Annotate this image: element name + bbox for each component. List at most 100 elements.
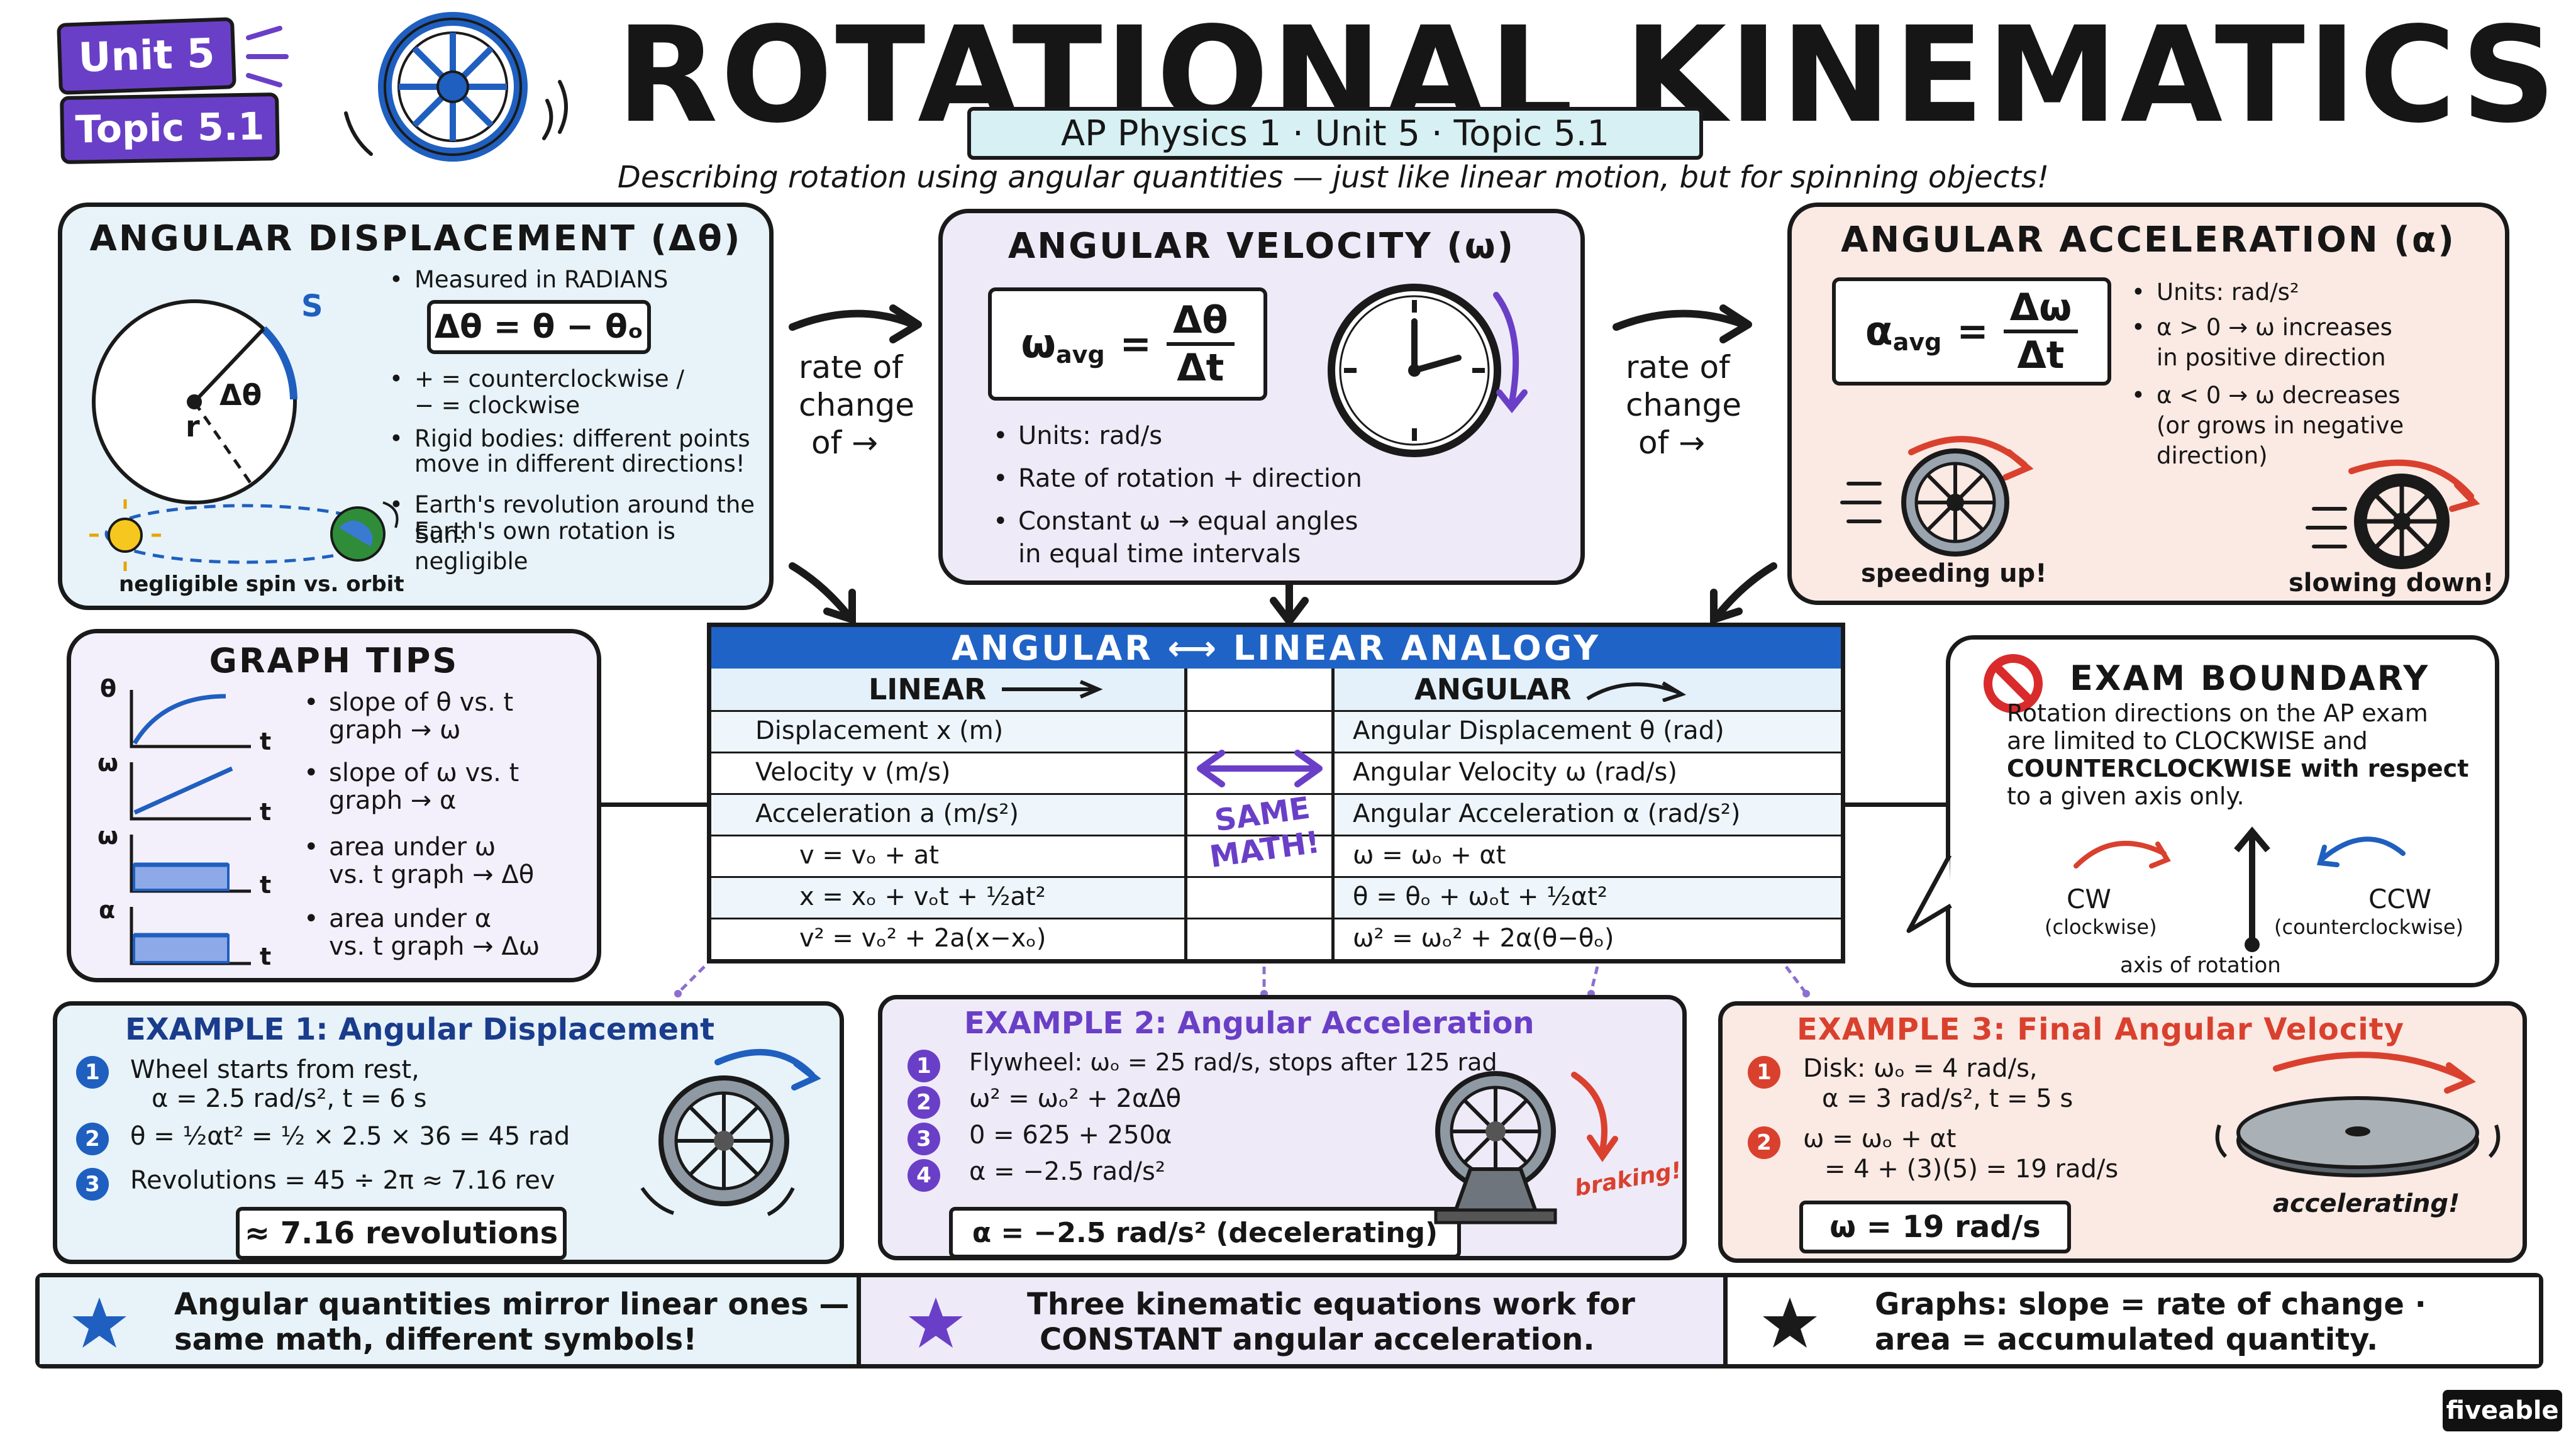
analogy-row-divider — [711, 752, 1841, 753]
disp-bullet-3b: move in different directions! — [414, 450, 745, 477]
exam-line-2: are limited to CLOCKWISE and — [2007, 727, 2368, 755]
connector-line-right — [1843, 802, 1956, 807]
analogy-row-bg-angular — [1335, 712, 1841, 752]
takeaway-3b: area = accumulated quantity. — [1875, 1322, 2379, 1357]
ex2-s1: Flywheel: ωₒ = 25 rad/s, stops after 125… — [969, 1048, 1497, 1076]
connector2-l2: change — [1626, 387, 1742, 423]
tip-3a: area under ω — [304, 832, 496, 862]
connector1-l3: of → — [811, 425, 878, 461]
velocity-formula-num: Δθ — [1166, 298, 1235, 346]
accelerating-caption: accelerating! — [2273, 1189, 2460, 1218]
flywheel-icon — [1434, 1071, 1618, 1224]
disp-bullet-4a: Earth's revolution around the Sun: — [389, 490, 769, 550]
disp-bullet-3a: Rigid bodies: different points — [389, 424, 750, 454]
angular-acceleration-panel: ANGULAR ACCELERATION (α) α avg = Δω Δt U… — [1787, 203, 2509, 605]
analogy-linear-cell: Velocity v (m/s) — [755, 758, 951, 787]
speeding-wheel-icon — [1840, 436, 2034, 557]
tip-3b: vs. t graph → Δθ — [329, 860, 535, 889]
angle-label: Δθ — [219, 378, 262, 412]
circle-diagram — [92, 299, 297, 504]
col-angular-label: ANGULAR — [1414, 672, 1572, 706]
analogy-row-divider — [711, 876, 1841, 878]
axis-label-omega-2: ω — [97, 822, 119, 850]
cw-sub: (clockwise) — [2045, 915, 2157, 939]
takeaway-2a: Three kinematic equations work for — [1027, 1287, 1635, 1322]
ex2-step-3: 3 — [908, 1123, 940, 1155]
analogy-row-bg-angular — [1335, 836, 1841, 876]
exam-boundary-panel: EXAM BOUNDARY Rotation directions on the… — [1946, 635, 2499, 987]
analogy-row-bg-linear — [711, 712, 1184, 752]
analogy-linear-cell: v² = vₒ² + 2a(x−xₒ) — [799, 924, 1046, 953]
star-icon-blue — [72, 1297, 126, 1348]
disp-formula: Δθ = θ − θₒ — [434, 308, 644, 346]
tip-4a: area under α — [304, 904, 491, 934]
ex2-step-1-num: 1 — [916, 1053, 931, 1079]
analogy-row-bg-angular — [1335, 795, 1841, 835]
ex2-step-1: 1 — [908, 1050, 940, 1082]
analogy-row-bg-linear — [711, 753, 1184, 793]
acc-bullet-3b: (or grows in negative — [2157, 412, 2404, 439]
col-linear-header: LINEAR — [711, 669, 1184, 710]
tagline: Describing rotation using angular quanti… — [617, 160, 2050, 195]
ex3-answer: ω = 19 rad/s — [1829, 1209, 2041, 1245]
sun-earth-orbit-icon — [89, 499, 399, 571]
acceleration-formula-box: α avg = Δω Δt — [1832, 277, 2111, 386]
connector2-l3: of → — [1638, 425, 1705, 461]
takeaway-2: Three kinematic equations work for CONST… — [861, 1277, 1728, 1364]
acc-bullet-1: Units: rad/s² — [2131, 277, 2299, 308]
axis-label-t-4: t — [260, 943, 272, 970]
takeaway-3: Graphs: slope = rate of change · area = … — [1728, 1277, 2539, 1364]
topic-badge: Topic 5.1 — [60, 92, 280, 165]
connector1-l1: rate of — [799, 349, 903, 386]
analogy-row-bg-angular — [1335, 919, 1841, 959]
tip-1a: slope of θ vs. t — [304, 687, 513, 718]
ex1-step-3: 3 — [76, 1168, 109, 1201]
ex1-step-1-num: 1 — [85, 1060, 100, 1085]
acc-bullet-2b: in positive direction — [2157, 344, 2386, 371]
speeding-caption: speeding up! — [1861, 559, 2047, 588]
arrows-to-analogy — [789, 562, 1777, 628]
analogy-angular-cell: Angular Acceleration α (rad/s²) — [1353, 799, 1741, 828]
takeaway-1b: same math, different symbols! — [174, 1322, 697, 1357]
takeaway-3a: Graphs: slope = rate of change · — [1875, 1287, 2426, 1322]
analogy-angular-cell: θ = θₒ + ωₒt + ½αt² — [1353, 882, 1607, 911]
ex3-step-2-num: 2 — [1757, 1130, 1772, 1155]
linear-arrow-icon — [1002, 680, 1103, 699]
connector1-l2: change — [799, 387, 915, 423]
axis-label-theta: θ — [100, 675, 117, 702]
unit-badge: Unit 5 — [57, 17, 236, 95]
exam-title: EXAM BOUNDARY — [2070, 658, 2430, 698]
velocity-formula-box: ω avg = Δθ Δt — [988, 287, 1267, 401]
analogy-row-bg-linear — [711, 795, 1184, 835]
acc-bullet-2a: α > 0 → ω increases — [2131, 313, 2392, 343]
takeaway-1: Angular quantities mirror linear ones — … — [40, 1277, 861, 1364]
exam-line-3: COUNTERCLOCKWISE with respect — [2007, 755, 2469, 782]
wagon-wheel-icon — [344, 12, 568, 162]
no-sign-icon — [1984, 654, 2043, 713]
disp-bullet-1: Measured in RADIANS — [389, 265, 668, 295]
analogy-angular-cell: Angular Displacement θ (rad) — [1353, 716, 1724, 745]
axis-label-t-2: t — [260, 798, 272, 826]
unit-badge-label: Unit 5 — [77, 30, 216, 82]
ex2-step-4: 4 — [908, 1159, 940, 1192]
ex2-step-4-num: 4 — [916, 1163, 931, 1188]
angular-arrow-icon — [1585, 681, 1686, 702]
graph-tips-panel: GRAPH TIPS θ ω ω α t t t t slope of θ vs… — [67, 629, 601, 982]
vel-bullet-3a: Constant ω → equal angles — [993, 506, 1358, 536]
takeaway-2b: CONSTANT angular acceleration. — [1040, 1322, 1595, 1357]
tip-2a: slope of ω vs. t — [304, 758, 519, 788]
tip-1b: graph → ω — [329, 716, 461, 745]
analogy-angular-cell: ω = ωₒ + αt — [1353, 841, 1506, 870]
ex1-s2: θ = ½αt² = ½ × 2.5 × 36 = 45 rad — [130, 1122, 570, 1151]
analogy-angular-cell: ω² = ωₒ² + 2α(θ−θₒ) — [1353, 924, 1614, 953]
analogy-row-divider — [711, 835, 1841, 836]
ex3-answer-box: ω = 19 rad/s — [1799, 1201, 2071, 1253]
slowing-wheel-icon — [2306, 459, 2480, 569]
ex2-step-2: 2 — [908, 1086, 940, 1119]
brand-name: fiveable — [2446, 1396, 2559, 1425]
ex3-s2b: = 4 + (3)(5) = 19 rad/s — [1824, 1155, 2119, 1184]
vel-bullet-2: Rate of rotation + direction — [993, 464, 1362, 494]
ex3-step-1-num: 1 — [1757, 1060, 1772, 1085]
ex3-s2a: ω = ωₒ + αt — [1803, 1124, 1957, 1153]
ex2-answer-box: α = −2.5 rad/s² (decelerating) — [949, 1207, 1461, 1258]
